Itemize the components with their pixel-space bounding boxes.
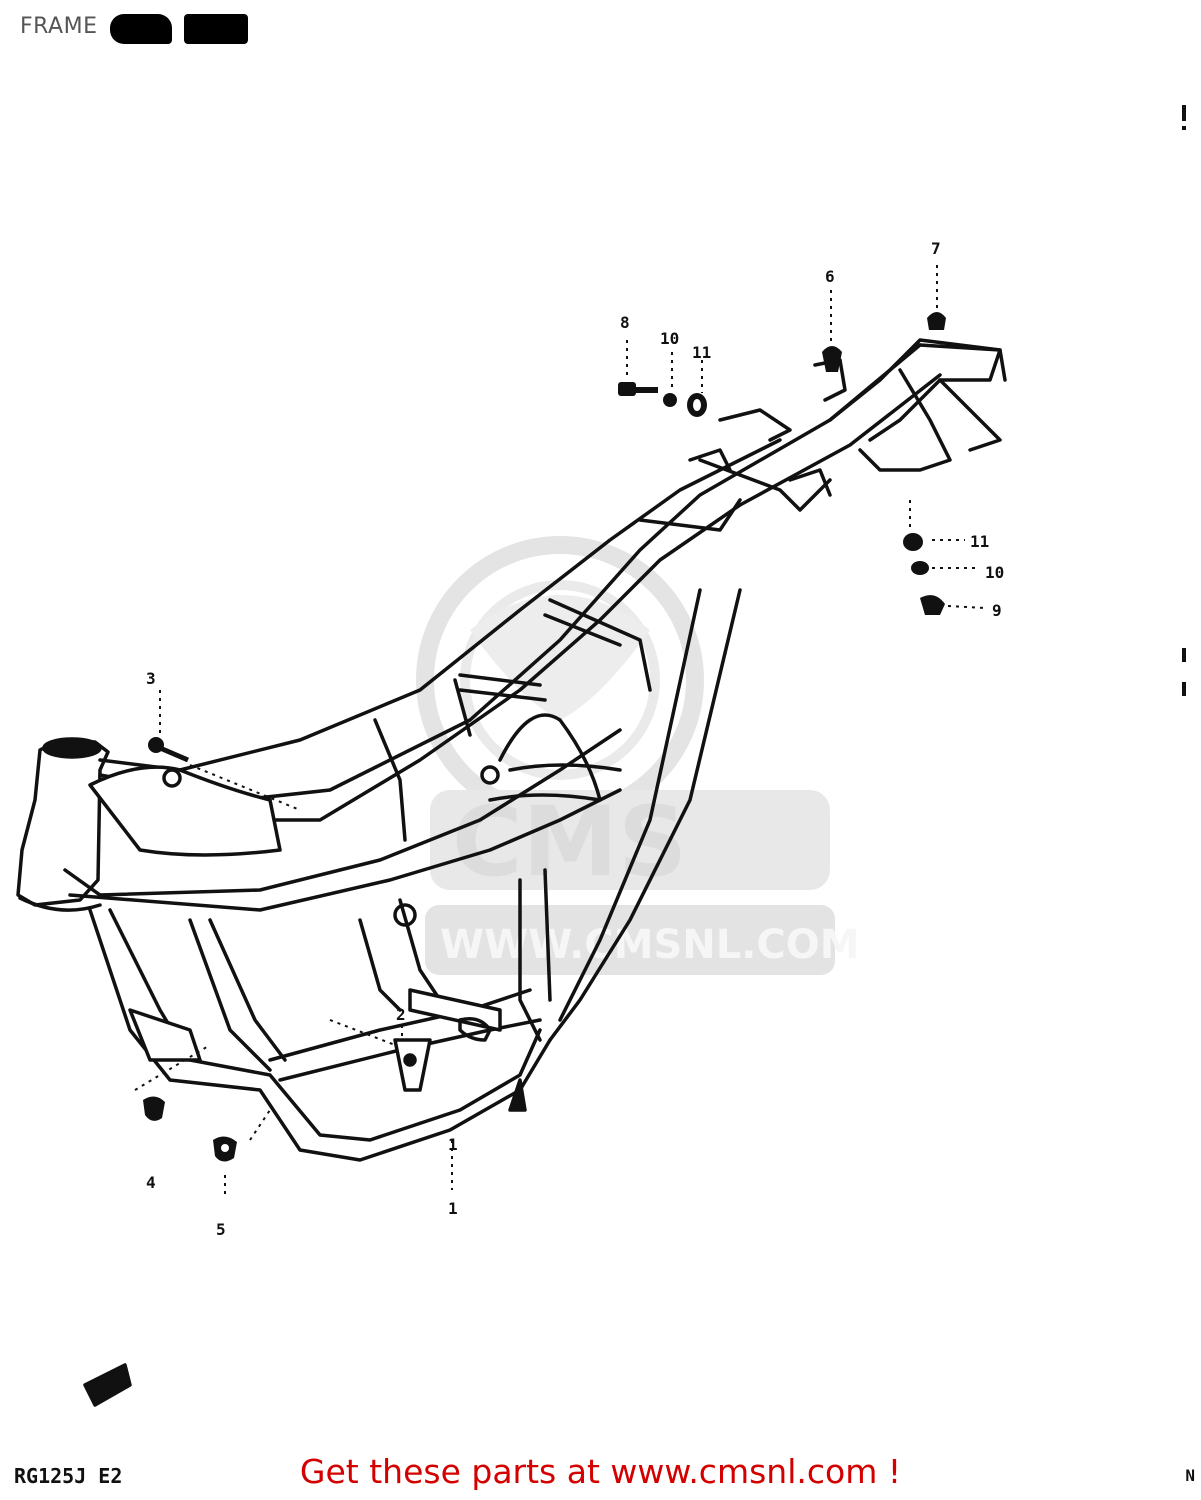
- title-redaction-blot: [110, 14, 172, 44]
- watermark-brand-text: CMS: [452, 786, 687, 898]
- footer-shop-link[interactable]: Get these parts at www.cmsnl.com !: [299, 1452, 902, 1491]
- callout-1-lower: 1: [448, 1199, 458, 1218]
- title-redaction-blot: [184, 14, 248, 44]
- diagram-title: FRAME: [20, 14, 98, 39]
- part-bolt-9: [920, 595, 945, 615]
- model-code: RG125J E2: [14, 1464, 123, 1488]
- part-grommet-11a: [687, 393, 707, 417]
- callout-1-upper: 1: [448, 1135, 458, 1154]
- callout-9: 9: [992, 601, 1002, 620]
- callout-2: 2: [396, 1005, 406, 1024]
- part-bolt-8: [618, 382, 658, 396]
- callout-8: 8: [620, 313, 630, 332]
- callout-10-right: 10: [985, 563, 1004, 582]
- callout-5: 5: [216, 1220, 226, 1239]
- callout-4: 4: [146, 1173, 156, 1192]
- callout-11-top: 11: [692, 343, 711, 362]
- part-nut-7: [927, 312, 946, 330]
- edge-marks: [1182, 105, 1186, 696]
- part-nut-5: [213, 1136, 237, 1162]
- callout-10-top: 10: [660, 329, 679, 348]
- page-reference: N: [1185, 1466, 1195, 1485]
- cms-watermark-logo: CMS WWW.CMSNL.COM: [416, 536, 860, 975]
- part-grommet-11b: [903, 533, 923, 551]
- frame-assembly: [16, 338, 1007, 1407]
- watermark-url-text: WWW.CMSNL.COM: [440, 922, 860, 968]
- callout-6: 6: [825, 267, 835, 286]
- leader-lines: [134, 265, 986, 1195]
- callout-3: 3: [146, 669, 156, 688]
- part-washer-10a: [663, 393, 677, 407]
- part-washer-10b: [911, 561, 929, 575]
- part-bracket-6: [822, 346, 842, 372]
- callout-11-right: 11: [970, 532, 989, 551]
- callout-7: 7: [931, 239, 941, 258]
- part-bolt-3: [148, 737, 189, 763]
- part-nut-4: [143, 1096, 165, 1121]
